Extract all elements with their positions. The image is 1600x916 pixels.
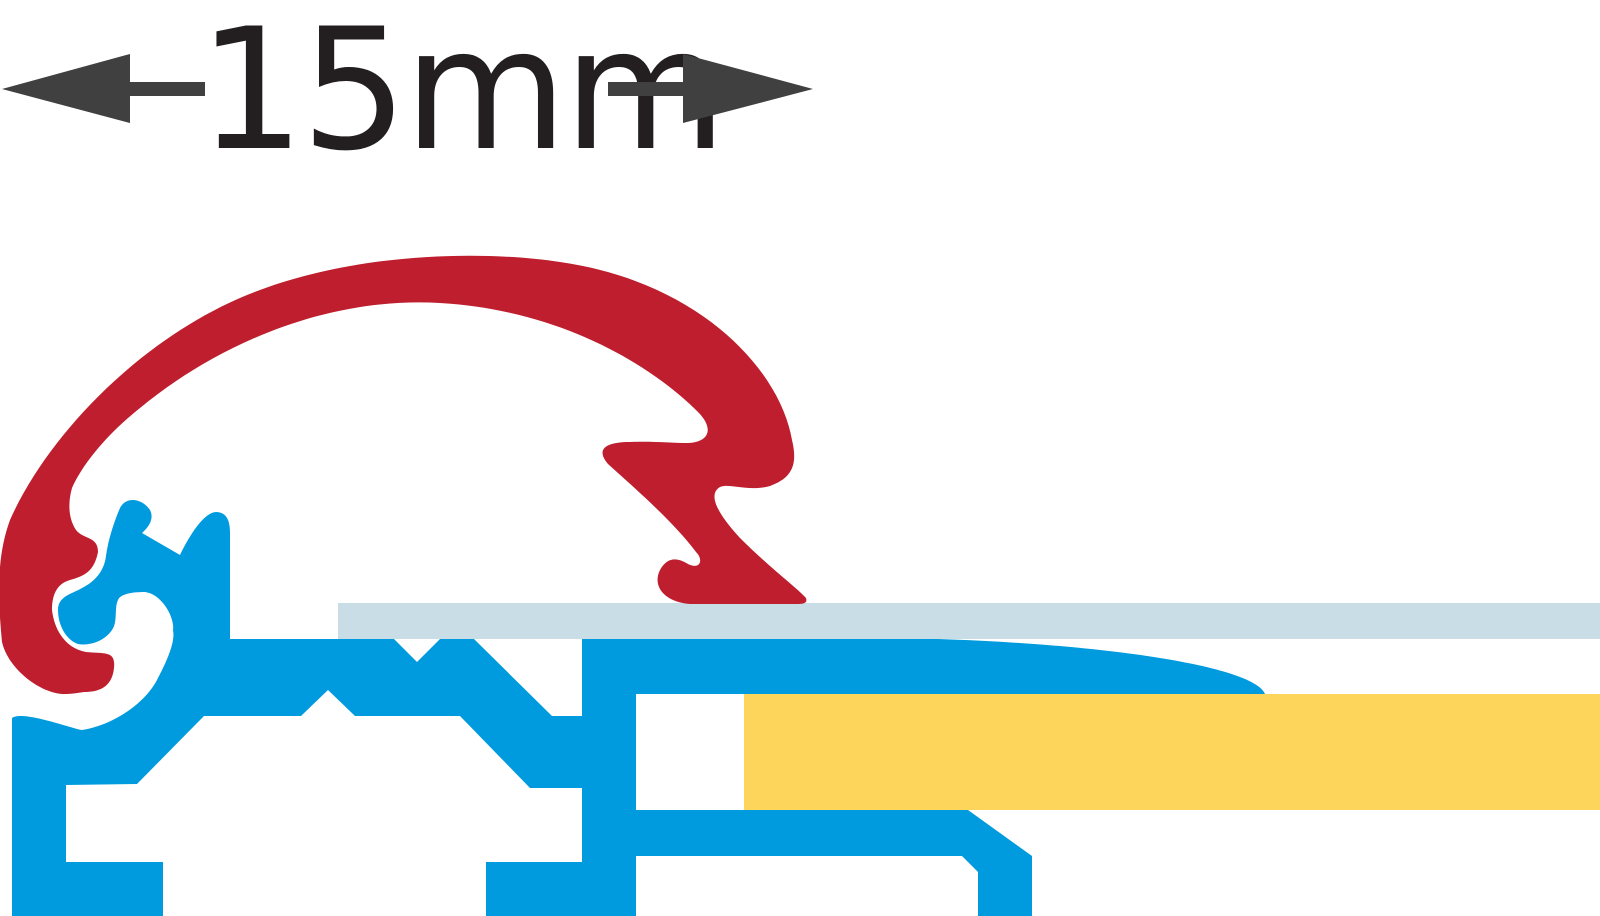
- base-left-body: [12, 499, 1265, 916]
- cover-profile: [0, 255, 807, 694]
- base-profile: [12, 499, 1265, 916]
- width-dimension: 15mm: [2, 0, 813, 188]
- glazing-panel: [338, 603, 1600, 639]
- left-arrow: [2, 54, 205, 123]
- insert-panel: [744, 694, 1600, 810]
- right-arrow: [608, 54, 813, 123]
